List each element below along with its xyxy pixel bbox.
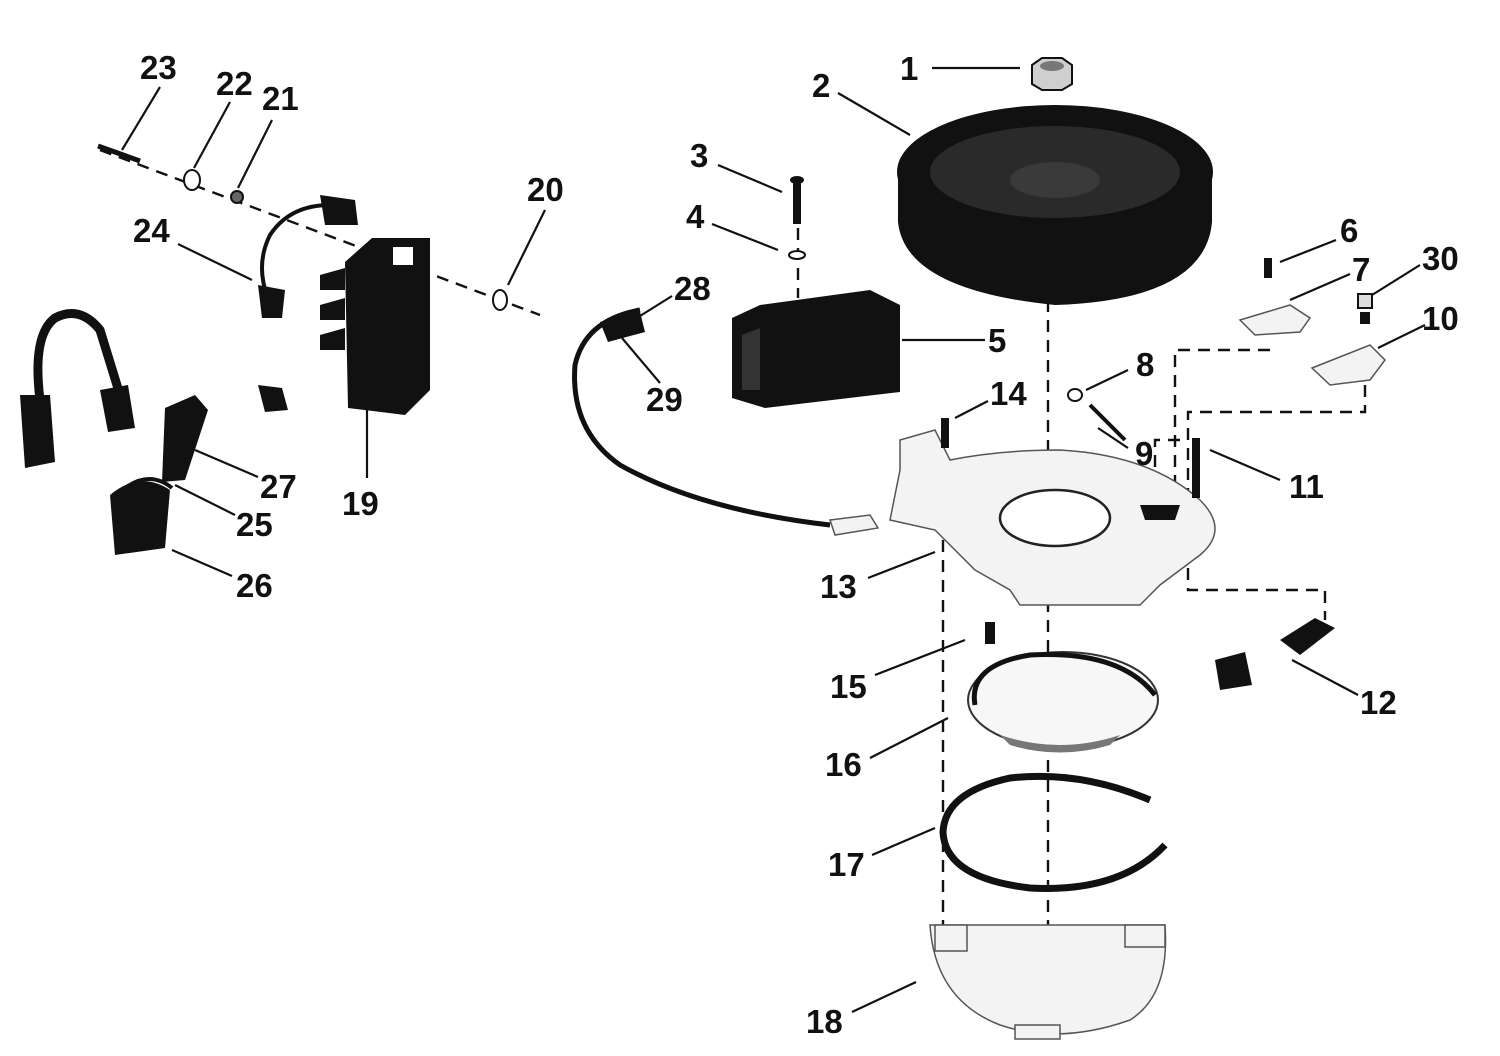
lower-housing-part <box>929 924 1167 1040</box>
callout-5: 5 <box>988 322 1006 359</box>
bracket-axis-line <box>1173 348 1270 500</box>
stud-11-part <box>1192 438 1200 498</box>
leader-10 <box>1377 324 1426 349</box>
callout-leader-lines <box>121 66 1426 1013</box>
callout-2: 2 <box>812 67 830 104</box>
leader-9 <box>1097 427 1129 449</box>
nut-30-part <box>1357 293 1373 324</box>
boot-26-part <box>110 481 170 555</box>
sensor-12-part <box>1215 618 1335 690</box>
screw-part <box>790 176 804 224</box>
nut-21-part <box>230 190 244 204</box>
callout-labels: 1 2 3 4 5 6 7 8 9 10 11 12 13 14 15 16 1… <box>133 49 1459 1040</box>
callout-30: 30 <box>1422 240 1459 277</box>
assembly-axes <box>99 148 1367 1030</box>
ground-wire-part <box>572 307 880 536</box>
mounting-screw-23-part <box>97 143 141 164</box>
leader-2 <box>837 92 911 136</box>
leader-7 <box>1289 272 1351 302</box>
callout-9: 9 <box>1135 435 1153 472</box>
callout-17: 17 <box>828 846 865 883</box>
leader-15 <box>874 638 966 677</box>
leader-6 <box>1279 238 1337 264</box>
callout-19: 19 <box>342 485 379 522</box>
trigger-plate-part <box>967 651 1159 753</box>
washer-part <box>788 250 806 260</box>
leader-12 <box>1291 659 1359 696</box>
callout-10: 10 <box>1422 300 1459 337</box>
callout-27: 27 <box>260 468 297 505</box>
spark-plug-lead-part <box>20 309 135 468</box>
callout-4: 4 <box>686 198 705 235</box>
power-pack-part <box>320 238 430 415</box>
leader-24 <box>177 243 253 281</box>
callout-11: 11 <box>1289 468 1324 505</box>
switch-10-part <box>1310 344 1386 386</box>
callout-14: 14 <box>990 375 1027 412</box>
washer-22-part <box>183 169 201 191</box>
retaining-ring-part <box>939 772 1168 892</box>
leader-20 <box>507 209 546 286</box>
leader-29 <box>621 337 661 384</box>
leader-28 <box>639 295 673 317</box>
screw-6-part <box>1264 258 1272 278</box>
callout-1: 1 <box>900 50 918 87</box>
flywheel-part <box>897 105 1213 305</box>
leader-23 <box>121 86 161 151</box>
callout-26: 26 <box>236 567 273 604</box>
boot-27-part <box>162 395 208 482</box>
callout-21: 21 <box>262 80 299 117</box>
pin-9-part <box>1088 403 1127 442</box>
leader-27 <box>194 448 259 479</box>
callout-12: 12 <box>1360 684 1397 721</box>
leader-26 <box>171 548 233 578</box>
switch-axis-line <box>1186 385 1367 620</box>
stator-housing-part <box>889 429 1216 606</box>
callout-22: 22 <box>216 65 253 102</box>
callout-20: 20 <box>527 171 564 208</box>
ignition-module-part <box>732 290 900 408</box>
leader-11 <box>1209 448 1281 482</box>
callout-23: 23 <box>140 49 177 86</box>
leader-16 <box>869 717 949 759</box>
callout-7: 7 <box>1352 251 1370 288</box>
leader-3 <box>717 163 783 194</box>
washer-20-part <box>492 289 508 311</box>
wire-harness-part <box>258 195 358 412</box>
leader-21 <box>237 119 273 189</box>
callout-24: 24 <box>133 212 170 249</box>
callout-15: 15 <box>830 668 867 705</box>
bracket-7-part <box>1238 304 1312 336</box>
callout-3: 3 <box>690 137 708 174</box>
callout-28: 28 <box>674 270 711 307</box>
callout-16: 16 <box>825 746 862 783</box>
mounting-bolt-axis-line <box>99 148 541 317</box>
bolt-part <box>941 418 949 448</box>
callout-8: 8 <box>1136 346 1154 383</box>
leader-13 <box>867 550 936 580</box>
leader-22 <box>193 101 231 169</box>
small-screw-part <box>985 622 995 644</box>
callout-6: 6 <box>1340 212 1358 249</box>
spring-8-part <box>1067 388 1083 402</box>
leader-18 <box>851 981 917 1013</box>
leader-14 <box>954 400 989 419</box>
leader-8 <box>1085 369 1129 391</box>
leader-17 <box>871 826 936 857</box>
callout-18: 18 <box>806 1003 843 1040</box>
leader-4 <box>711 222 779 252</box>
callout-25: 25 <box>236 506 273 543</box>
leader-30 <box>1371 264 1421 296</box>
flywheel-nut-part <box>1031 57 1073 91</box>
callout-29: 29 <box>646 381 683 418</box>
leader-25 <box>174 484 236 516</box>
callout-13: 13 <box>820 568 857 605</box>
